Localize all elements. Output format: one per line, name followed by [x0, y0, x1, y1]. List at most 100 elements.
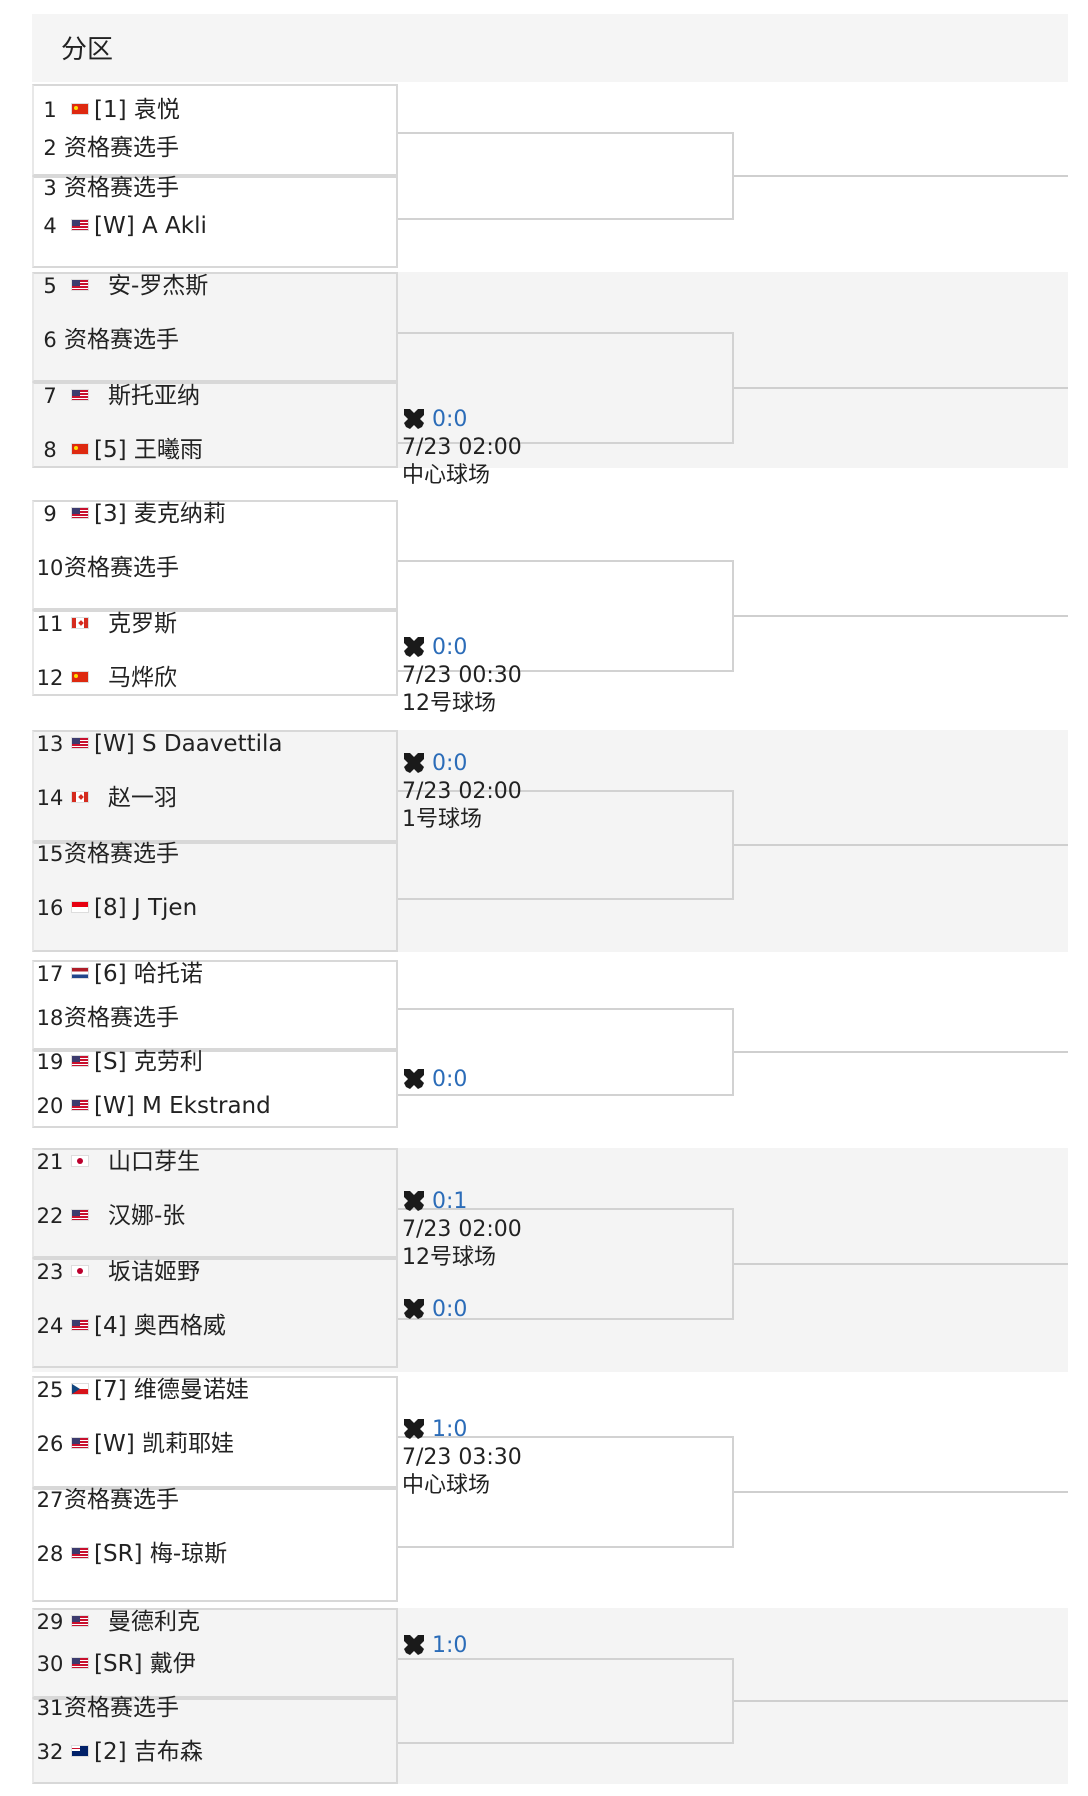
- player-name: 资格赛选手: [64, 327, 179, 353]
- head-to-head-score[interactable]: 0:0: [402, 750, 522, 778]
- flag-jp-icon: [71, 1265, 89, 1277]
- player-name: 资格赛选手: [64, 555, 179, 581]
- player-name: [W] A Akli: [94, 213, 207, 239]
- versus-swords-icon: [404, 1191, 424, 1211]
- first-round-pair-box: [32, 1376, 398, 1488]
- match-court: 1号球场: [402, 807, 482, 832]
- flag-us-icon: [71, 219, 89, 231]
- flag-us-icon: [71, 1547, 89, 1559]
- player-name: 资格赛选手: [64, 841, 179, 867]
- first-round-pair-box: [32, 272, 398, 382]
- flag-us-icon: [71, 1437, 89, 1449]
- player-name: 汉娜-张: [108, 1203, 186, 1229]
- score-text: 1:0: [432, 1633, 468, 1658]
- player-name: [SR] 戴伊: [94, 1651, 196, 1677]
- flag-ca-icon: [71, 791, 89, 803]
- flag-id-icon: [71, 901, 89, 913]
- match-info[interactable]: 0:0: [402, 1066, 467, 1094]
- player-name: 山口芽生: [108, 1149, 200, 1175]
- versus-swords-icon: [404, 1635, 424, 1655]
- first-round-pair-box: [32, 176, 398, 268]
- seed-position: 4: [43, 214, 57, 238]
- seed-position: 2: [43, 136, 57, 160]
- flag-cn-icon: [71, 103, 89, 115]
- player-name: 资格赛选手: [64, 1695, 179, 1721]
- bracket-connector-line: [734, 1491, 1068, 1493]
- player-name: [W] S Daavettila: [94, 731, 283, 757]
- flag-us-icon: [71, 1099, 89, 1111]
- seed-position: 7: [43, 384, 57, 408]
- match-time: 7/23 00:30: [402, 663, 522, 688]
- seed-position: 5: [43, 274, 57, 298]
- seed-position: 12: [36, 666, 64, 690]
- second-round-match-box: [398, 1008, 734, 1096]
- player-name: 马烨欣: [108, 665, 177, 691]
- match-court: 12号球场: [402, 691, 496, 716]
- bracket-connector-line: [734, 615, 1068, 617]
- seed-position: 16: [36, 896, 64, 920]
- seed-position: 32: [36, 1740, 64, 1764]
- seed-position: 26: [36, 1432, 64, 1456]
- seed-position: 19: [36, 1050, 64, 1074]
- versus-swords-icon: [404, 409, 424, 429]
- first-round-pair-box: [32, 1608, 398, 1698]
- seed-position: 20: [36, 1094, 64, 1118]
- player-name: [7] 维德曼诺娃: [94, 1377, 249, 1403]
- player-name: 坂诘姬野: [108, 1259, 200, 1285]
- head-to-head-score[interactable]: 0:0: [402, 1066, 467, 1094]
- first-round-pair-box: [32, 960, 398, 1050]
- flag-us-icon: [71, 1209, 89, 1221]
- seed-position: 11: [36, 612, 64, 636]
- player-name: [S] 克劳利: [94, 1049, 203, 1075]
- versus-swords-icon: [404, 1069, 424, 1089]
- first-round-pair-box: [32, 84, 398, 176]
- seed-position: 17: [36, 962, 64, 986]
- match-info[interactable]: 1:0: [402, 1632, 467, 1660]
- seed-position: 22: [36, 1204, 64, 1228]
- first-round-pair-box: [32, 382, 398, 468]
- first-round-pair-box: [32, 1050, 398, 1128]
- seed-position: 24: [36, 1314, 64, 1338]
- head-to-head-score[interactable]: 0:0: [402, 634, 522, 662]
- player-name: 资格赛选手: [64, 1005, 179, 1031]
- flag-cz-icon: [71, 1383, 89, 1395]
- flag-ca-icon: [71, 617, 89, 629]
- flag-us-icon: [71, 507, 89, 519]
- match-time: 7/23 03:30: [402, 1445, 522, 1470]
- bracket-connector-line: [734, 1700, 1068, 1702]
- seed-position: 1: [43, 98, 57, 122]
- seed-position: 27: [36, 1488, 64, 1512]
- bracket-connector-line: [734, 387, 1068, 389]
- head-to-head-score[interactable]: 0:1: [402, 1188, 522, 1216]
- seed-position: 9: [43, 502, 57, 526]
- player-name: [8] J Tjen: [94, 895, 198, 921]
- match-info[interactable]: 0:0: [402, 1296, 467, 1324]
- seed-position: 29: [36, 1610, 64, 1634]
- player-name: 资格赛选手: [64, 175, 179, 201]
- head-to-head-score[interactable]: 0:0: [402, 1296, 467, 1324]
- flag-au-icon: [71, 1745, 89, 1757]
- section-title: 分区: [61, 35, 114, 65]
- first-round-pair-box: [32, 500, 398, 610]
- flag-cn-icon: [71, 671, 89, 683]
- flag-us-icon: [71, 737, 89, 749]
- head-to-head-score[interactable]: 1:0: [402, 1632, 467, 1660]
- head-to-head-score[interactable]: 1:0: [402, 1416, 522, 1444]
- player-name: 安-罗杰斯: [108, 273, 209, 299]
- seed-position: 21: [36, 1150, 64, 1174]
- head-to-head-score[interactable]: 0:0: [402, 406, 522, 434]
- seed-position: 23: [36, 1260, 64, 1284]
- second-round-match-box: [398, 1436, 734, 1548]
- flag-us-icon: [71, 1055, 89, 1067]
